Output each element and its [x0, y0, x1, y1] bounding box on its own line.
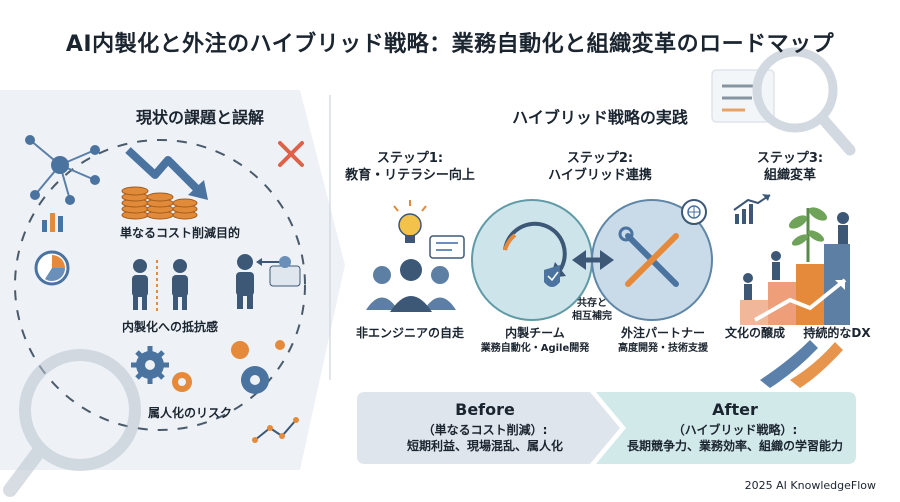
gears-icon — [131, 340, 285, 394]
bar-chart-icon — [42, 213, 63, 232]
growth-chart-icon — [733, 194, 771, 224]
cycle-dashed-circle — [14, 139, 306, 431]
before-box — [357, 392, 620, 464]
before-desc: （単なるコスト削減）: 短期利益、現場混乱、属人化 — [406, 423, 563, 453]
step3-title: ステップ3: 組織変革 — [756, 151, 824, 183]
step2-title: ステップ2: ハイブリッド連携 — [548, 151, 652, 183]
presenter-icon — [236, 254, 301, 309]
network-icon — [25, 135, 100, 205]
cross-icon — [278, 141, 304, 167]
bidirectional-arrow-icon — [572, 250, 614, 270]
coexist-label: 共存と 相互補完 — [572, 298, 612, 322]
trend-chart-icon — [252, 417, 299, 443]
magnifier-large-icon — [3, 349, 141, 497]
pie-chart-icon — [34, 250, 70, 286]
footer-credit: 2025 AI KnowledgeFlow — [744, 479, 876, 492]
dx-label: 持続的なDX — [803, 326, 871, 340]
upward-arrow-icon — [754, 278, 847, 322]
issue-personalization-label: 属人化のリスク — [147, 406, 232, 420]
left-heading: 現状の課題と誤解 — [135, 108, 264, 127]
inhouse-team-circle — [471, 199, 593, 321]
partner-sub: 高度開発・技術支援 — [618, 343, 708, 354]
partner-label: 外注パートナー — [620, 326, 705, 340]
after-box — [596, 392, 856, 464]
resisting-people-icon — [132, 259, 188, 312]
globe-gear-icon — [681, 199, 707, 225]
lightbulb-icon — [393, 200, 427, 243]
non-engineer-label: 非エンジニアの自走 — [355, 326, 464, 340]
magnifier-top-icon — [711, 47, 856, 156]
inhouse-team-sub: 業務自動化・Agile開発 — [480, 343, 590, 354]
after-title: After — [712, 400, 758, 419]
culture-label: 文化の醸成 — [724, 326, 785, 340]
issue-resistance-label: 内製化への抵抗感 — [121, 320, 218, 334]
page-title: AI内製化と外注のハイブリッド戦略：業務自動化と組織変革のロードマップ — [65, 32, 835, 57]
plant-icon — [788, 207, 828, 262]
step1-title: ステップ1: 教育・リテラシー向上 — [345, 151, 475, 183]
issue-cost-label: 単なるコスト削減目的 — [119, 226, 240, 240]
after-desc: （ハイブリッド戦略）: 長期競争力、業務効率、組織の学習能力 — [626, 423, 843, 453]
rising-ribbon-icon — [760, 340, 843, 388]
growth-stairs-icon — [740, 212, 850, 325]
right-heading: ハイブリッド戦略の実践 — [512, 108, 688, 127]
chat-bubble-icon — [429, 235, 465, 259]
inhouse-team-label: 内製チーム — [505, 326, 565, 340]
before-title: Before — [455, 400, 515, 419]
coins-decline-icon — [121, 147, 208, 220]
team-people-icon — [366, 259, 456, 312]
